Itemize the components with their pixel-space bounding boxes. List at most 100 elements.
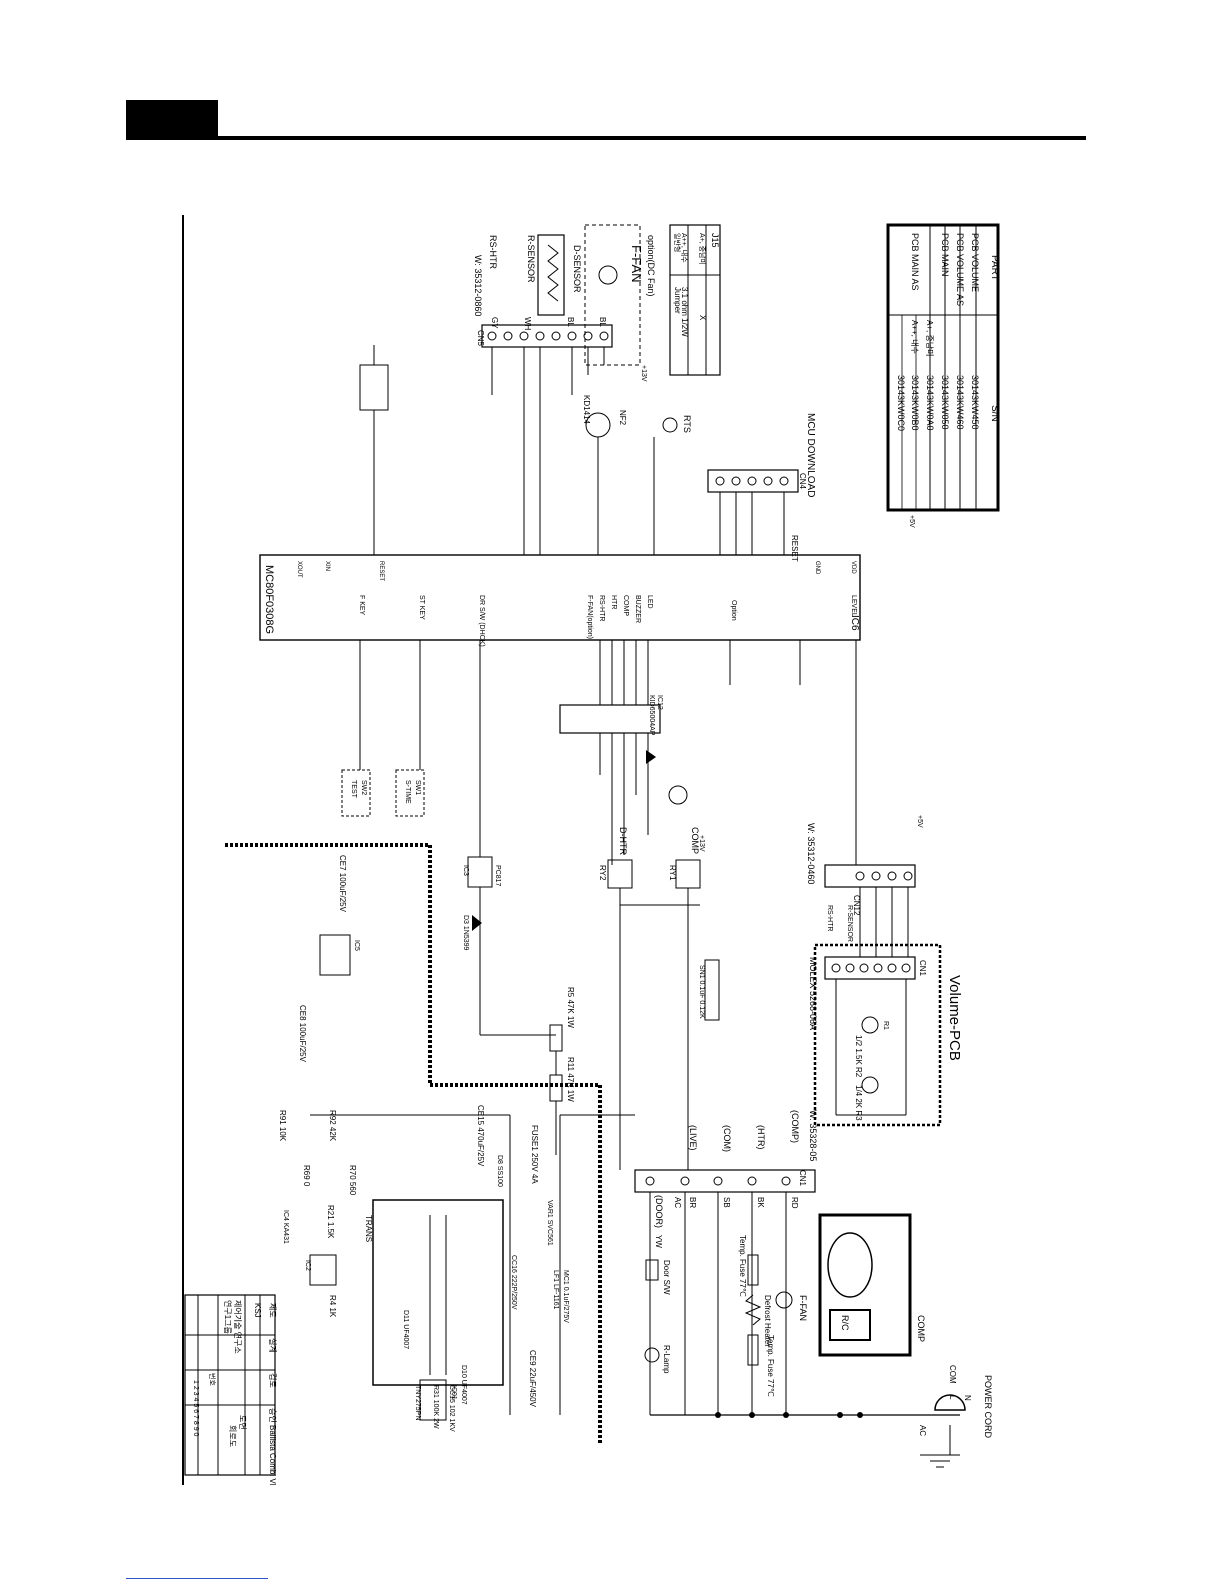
r70-label: R70 560 [348, 1165, 357, 1196]
part-row-4: PCB MAIN AS [910, 233, 920, 291]
wire-color-gy: GY [490, 317, 499, 329]
ic6-sig-f-fan: F-FAN(option) [586, 595, 593, 639]
r-sensor-label: R-SENSOR [526, 235, 536, 283]
door-sw-label: Door S/W [662, 1260, 671, 1295]
sw1-switch [395, 769, 425, 817]
sn-row-5: 30143KW0B0 [910, 375, 920, 431]
compressor-box [818, 1213, 912, 1357]
trans-label: TRANS [364, 1215, 373, 1242]
wire-yw: YW [654, 1235, 663, 1248]
temp-fuse-1-label: Temp. Fuse 77℃ [738, 1235, 747, 1297]
sw2-switch [341, 769, 371, 817]
wire-ac: AC [673, 1197, 682, 1208]
r-lamp-icon [644, 1347, 660, 1363]
header-rule [218, 136, 1086, 140]
power-com-label: COM [948, 1365, 957, 1384]
isolation-boundary [225, 843, 602, 1445]
ic6-sig-rs-htr: RS-HTR [598, 595, 605, 621]
ce9-label: CE9 22uF/450V [528, 1350, 537, 1408]
j15-row-3-label: 일반형 [673, 233, 682, 252]
sn-row-3: 30143KW050 [940, 375, 950, 430]
r1-potentiometer [861, 1016, 879, 1034]
j15-title: J15 [710, 233, 720, 248]
wire-rd: RD [790, 1197, 799, 1209]
ic01-label: IC01 [450, 1385, 457, 1400]
ic6-pin-xin: XIN [324, 561, 330, 571]
f-fan-subtitle: option(DC Fan) [646, 235, 656, 297]
net-com: (COM) [722, 1125, 732, 1152]
part-row-5-region: A++, 내수 [910, 320, 919, 354]
part-row-2: PCB VOLUME AS [955, 233, 965, 306]
net-comp: (COMP) [790, 1110, 800, 1143]
snubber: SN1 0.1uF 0.12K [698, 959, 720, 1021]
power-cord: POWER CORD N L COM AC [918, 1365, 993, 1468]
wire-bk: BK [756, 1197, 765, 1208]
mc1-label: MC1 0.1uF/275V [562, 1270, 569, 1323]
lf1-label: LF1 LF-1161 [552, 1270, 559, 1310]
r4-label: R4 1K [328, 1295, 337, 1318]
footer-link-underline [126, 1578, 268, 1579]
sw1-desc: S-TIME [404, 780, 411, 804]
ry1-desc: COMP [690, 827, 700, 854]
ic12-driver: IC12 KID65004AP [559, 695, 663, 865]
ic6-sig-buzzer: BUZZER [634, 595, 641, 623]
title-block: 제도 설계 검토 승인 KSJ Ballista Combi VE 제어기술 연… [184, 1294, 278, 1489]
ic3-label: IC3 [462, 865, 469, 876]
wire-sb: SB [722, 1197, 731, 1208]
d3-label: D3 1N5399 [462, 915, 469, 951]
ic01-switcher [419, 1379, 447, 1421]
part-row-4-region: A+, 중남미 [925, 320, 934, 357]
schematic-drawing: PART S/N PCB VOLUME 30143KW450 PCB VOLUM… [182, 215, 1000, 1489]
r3-potentiometer [861, 1076, 879, 1094]
ic6-pin-vdd: VDD [850, 561, 856, 574]
part-row-1: PCB VOLUME [970, 233, 980, 292]
volume-cn1-connector [824, 956, 916, 980]
title-dept2: 연구1그룹 [223, 1300, 232, 1334]
mcu-download-label: MCU DOWNLOAD [805, 413, 816, 497]
ic6-sig-f-key: F KEY [358, 595, 365, 616]
cn5-label: CN5 [476, 330, 485, 347]
ic6-sig-level: LEVEL [850, 595, 857, 617]
ic5-label: IC5 [353, 940, 360, 951]
plus13v-marker-1: +13V [640, 365, 647, 382]
r11-label: R11 47K 1W [566, 1057, 575, 1102]
plus13v-marker-2: +13V [698, 835, 705, 852]
sn1-label: SN1 0.1uF 0.12K [698, 965, 705, 1019]
ry2-label: RY2 [598, 865, 607, 881]
r3-label: 1/4 2K R3 [854, 1085, 863, 1121]
d3-diode [472, 915, 482, 931]
power-cord-label: POWER CORD [983, 1375, 993, 1439]
net-door: (DOOR) [654, 1195, 664, 1228]
smps-section: TRANS FUSE1 250V 4A VAR1 SVC561 MC1 0.1u… [278, 1105, 635, 1432]
j15-row-1-value: X [698, 315, 707, 321]
net-htr: (HTR) [756, 1125, 766, 1150]
cc15-label: CC15 102 1KV [448, 1385, 455, 1432]
ic6-pin-gnd: GND [814, 561, 820, 575]
r69-label: R69 0 [302, 1165, 311, 1187]
ic5-regulator [319, 934, 351, 976]
net-live: (LIVE) [688, 1125, 698, 1151]
cn12-r-sensor: R-SENSOR [846, 905, 853, 942]
ic7-regulator [359, 364, 389, 411]
d11-label: D11 UF4007 [402, 1310, 409, 1349]
volume-pcb-title: Volume-PCB [946, 975, 963, 1061]
ic6-pin-xout: XOUT [296, 561, 302, 578]
r1-label: R1 [882, 1021, 889, 1030]
title-designer: KSJ [253, 1303, 262, 1318]
title-drawing: 도면 [238, 1415, 248, 1430]
title-row-drafted: 제도 [268, 1303, 277, 1318]
j15-row-1-label: A+, 중남미 [698, 233, 707, 265]
ic12-part-label: KID65004AP [648, 695, 655, 736]
j15-row-2-value: 3.1 ohm 1/2W [680, 287, 689, 337]
defrost-heater-label: Defrost Heater [763, 1295, 772, 1347]
ic01-part: TNY275PN [414, 1385, 421, 1420]
ry1-relay [675, 859, 701, 889]
rs-htr-label: RS-HTR [488, 235, 498, 269]
power-plug-icon [934, 1394, 966, 1411]
cn5-part-label: W: 35312-0860 [473, 255, 483, 316]
cn12-connector: CN12 W: 35312-0460 R-SENSOR RS-HTR [806, 715, 916, 957]
cn4-label: CN4 [798, 473, 807, 490]
d-sensor-label: D-SENSOR [572, 245, 582, 293]
sw2-label: SW2 [360, 780, 367, 795]
ce15-label: CE15 470uF/25V [476, 1105, 485, 1167]
